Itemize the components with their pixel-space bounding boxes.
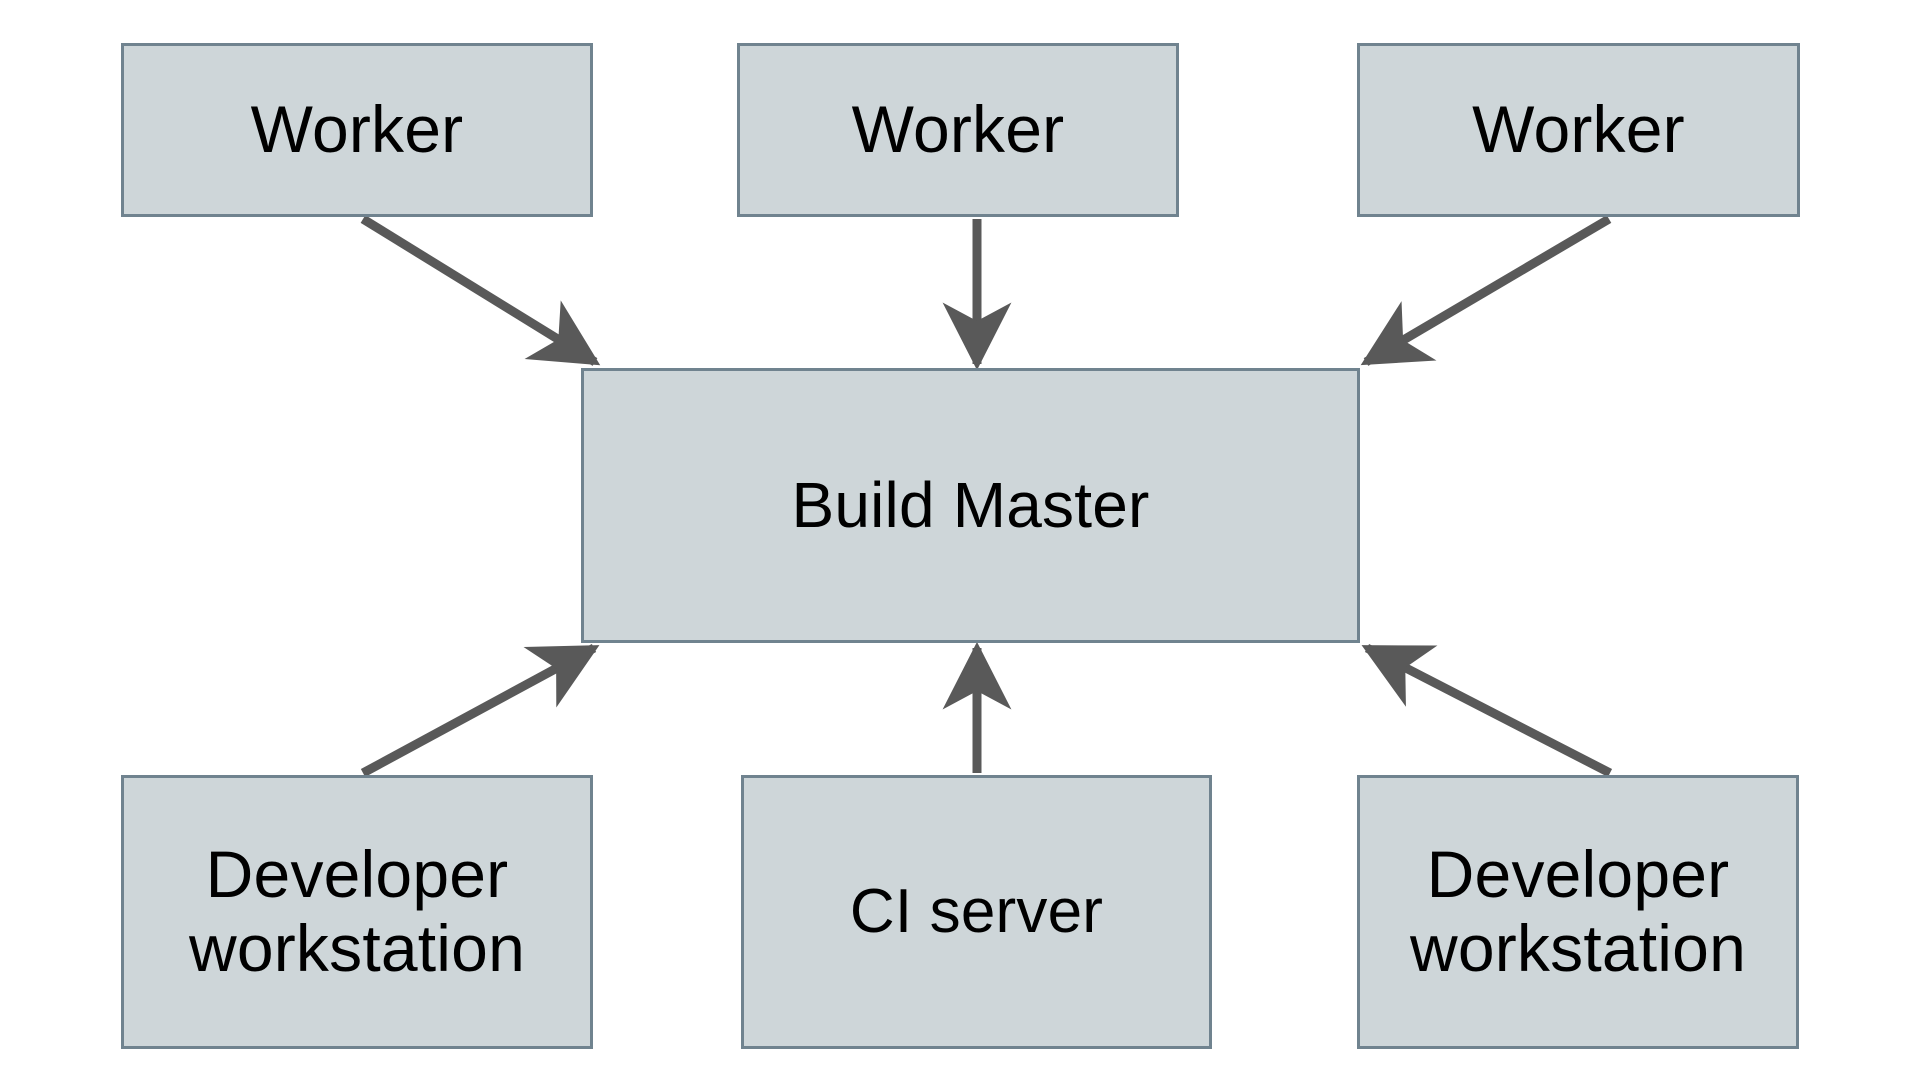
node-developer-workstation-right[interactable]: Developer workstation [1357, 775, 1799, 1049]
node-worker-1[interactable]: Worker [121, 43, 593, 217]
node-developer-workstation-right-label: Developer workstation [1409, 837, 1746, 985]
node-worker-2-label: Worker [851, 92, 1065, 167]
node-ci-server-label: CI server [849, 877, 1104, 947]
edge-worker1-to-master [360, 215, 601, 366]
node-developer-workstation-left-label: Developer workstation [188, 837, 525, 985]
node-developer-workstation-left[interactable]: Developer workstation [121, 775, 593, 1049]
edge-devleft-to-master [360, 644, 600, 777]
node-worker-3-label: Worker [1472, 92, 1685, 167]
node-ci-server[interactable]: CI server [741, 775, 1212, 1049]
node-build-master[interactable]: Build Master [581, 368, 1360, 643]
node-worker-3[interactable]: Worker [1357, 43, 1800, 217]
node-worker-1-label: Worker [250, 92, 464, 167]
node-build-master-label: Build Master [791, 468, 1150, 541]
edge-devright-to-master [1361, 643, 1613, 778]
node-worker-2[interactable]: Worker [737, 43, 1179, 217]
edge-worker3-to-master [1360, 215, 1612, 366]
